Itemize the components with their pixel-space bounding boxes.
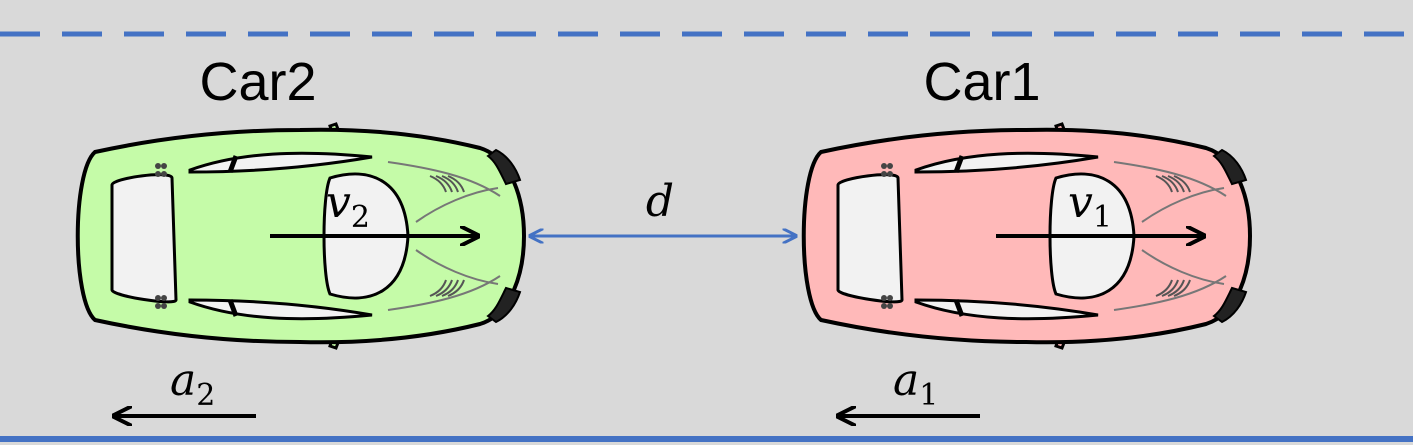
distance-label: d (646, 176, 674, 227)
distance: d (530, 176, 796, 236)
car2-acceleration-label: a2 (170, 355, 215, 413)
car2: Car2 v2 a2 (78, 52, 524, 416)
car1-acceleration-label: a1 (893, 355, 938, 413)
car1: Car1 v1 a1 (804, 52, 1250, 416)
car2-velocity-label: v2 (326, 177, 370, 235)
car2-label: Car2 (199, 52, 316, 112)
car1-velocity-label: v1 (1068, 177, 1112, 235)
car1-label: Car1 (923, 52, 1040, 112)
